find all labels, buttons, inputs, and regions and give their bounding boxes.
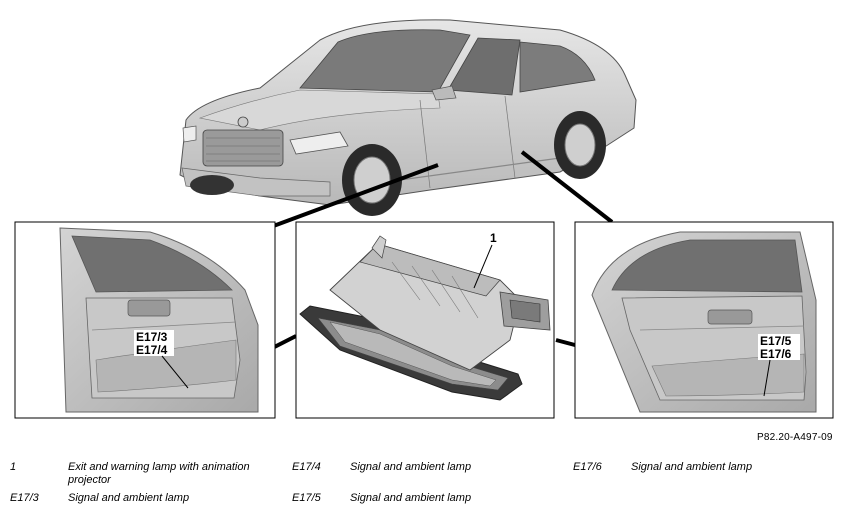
lamp-detail-panel: 1	[295, 221, 555, 419]
callout-1: 1	[490, 231, 497, 245]
front-door-panel: E17/3 E17/4	[14, 221, 276, 419]
legend-key: 1	[10, 461, 17, 473]
callout-e17-3: E17/3	[136, 330, 168, 344]
callout-e17-6: E17/6	[760, 347, 792, 361]
legend-key: E17/3	[10, 492, 39, 504]
legend-key: E17/5	[292, 492, 321, 504]
callout-e17-5: E17/5	[760, 334, 792, 348]
legend-description: Exit and warning lamp with animation pro…	[68, 461, 250, 486]
legend-description: Signal and ambient lamp	[631, 461, 753, 473]
legend-description: Signal and ambient lamp	[350, 492, 472, 504]
legend-key: E17/6	[573, 461, 602, 473]
vehicle-diagram: E17/3 E17/4 1 E	[14, 19, 834, 419]
figure-reference-code: P82.20-A497-09	[757, 432, 833, 443]
callout-e17-4: E17/4	[136, 343, 168, 357]
legend-key: E17/4	[292, 461, 321, 473]
legend-description: Signal and ambient lamp	[350, 461, 472, 473]
rear-door-panel: E17/5 E17/6	[574, 221, 834, 419]
legend-description: Signal and ambient lamp	[68, 492, 190, 504]
